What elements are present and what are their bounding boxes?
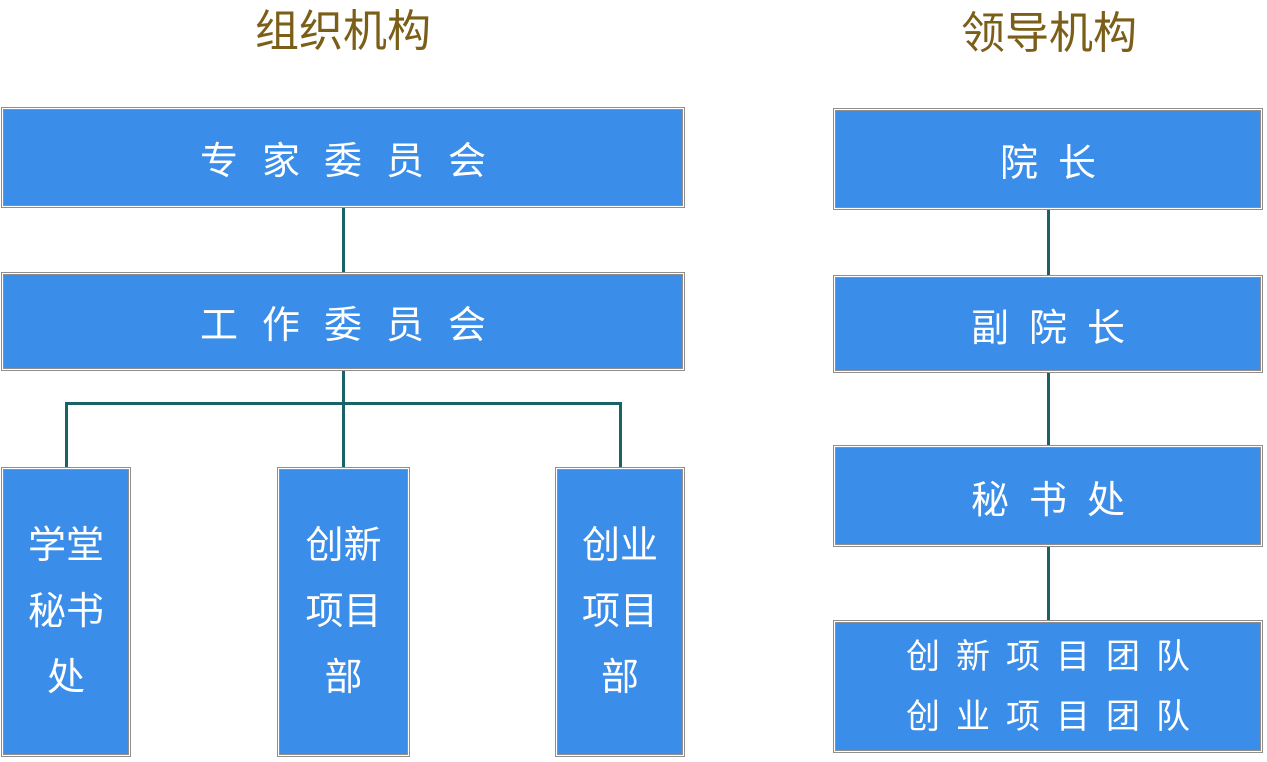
node-entrepreneurship-team-line: 创业项目团队 — [906, 697, 1206, 736]
node-innovation-team-line: 创新项目团队 — [906, 637, 1206, 676]
connector-work-to-bus — [342, 371, 345, 402]
node-entrepreneurship-project-dept: 创业 项目 部 — [555, 467, 685, 757]
node-entrepreneurship-project-dept-line3: 部 — [600, 657, 639, 699]
node-innovation-project-dept-line1: 创新 — [305, 525, 382, 567]
node-innovation-project-dept: 创新 项目 部 — [277, 467, 410, 757]
node-expert-committee: 专家委员会 — [1, 107, 685, 208]
connector-drop-entrepreneurship-dept — [619, 402, 622, 467]
node-work-committee-label: 工作委员会 — [199, 305, 510, 347]
node-vice-dean-label: 副院长 — [970, 307, 1145, 350]
node-dean-label: 院长 — [999, 142, 1116, 185]
right-chart-title: 领导机构 — [961, 9, 1137, 58]
connector-expert-to-work — [342, 208, 345, 272]
node-work-committee: 工作委员会 — [1, 272, 685, 371]
connector-drop-innovation-dept — [342, 402, 345, 467]
node-secretariat-label: 秘书处 — [970, 479, 1145, 522]
node-entrepreneurship-project-dept-line1: 创业 — [581, 525, 658, 567]
connector-dean-to-vice-dean — [1047, 210, 1050, 275]
node-secretariat: 秘书处 — [833, 445, 1263, 547]
node-innovation-project-dept-line2: 项目 — [305, 591, 382, 633]
node-school-secretariat-line1: 学堂 — [27, 525, 104, 567]
node-school-secretariat: 学堂 秘书 处 — [1, 467, 131, 757]
node-school-secretariat-line2: 秘书 — [27, 591, 104, 633]
node-school-secretariat-line3: 处 — [46, 657, 85, 699]
node-expert-committee-label: 专家委员会 — [199, 141, 510, 183]
node-entrepreneurship-project-dept-line2: 项目 — [581, 591, 658, 633]
connector-secretariat-to-teams — [1047, 547, 1050, 620]
node-project-teams: 创新项目团队 创业项目团队 — [833, 620, 1263, 753]
node-vice-dean: 副院长 — [833, 275, 1263, 373]
node-innovation-project-dept-line3: 部 — [324, 657, 363, 699]
node-dean: 院长 — [833, 108, 1263, 210]
connector-drop-school-secretariat — [65, 402, 68, 467]
left-chart-title: 组织机构 — [255, 7, 431, 56]
connector-vice-dean-to-secretariat — [1047, 373, 1050, 445]
